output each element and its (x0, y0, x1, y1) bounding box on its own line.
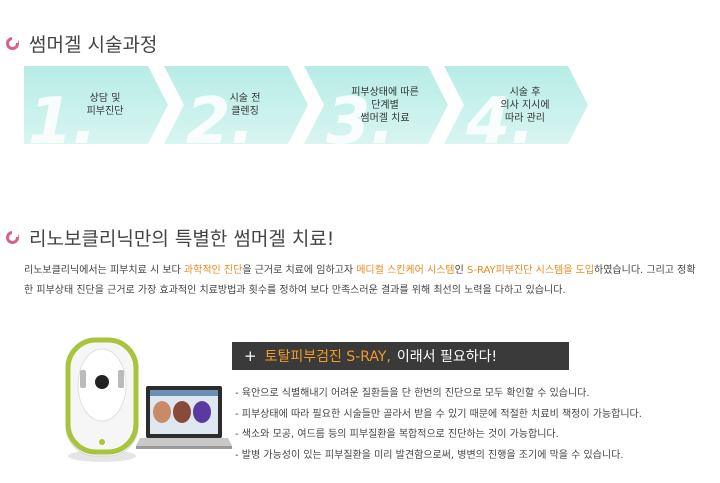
desc-highlight: 메디컬 스킨케어 시스템 (356, 265, 455, 276)
step-1: 1. 상담 및 피부진단 (24, 66, 168, 144)
desc-text: 을 근거로 치료에 임하고자 (242, 265, 357, 276)
section-title-procedure: 썸머겔 시술과정 (6, 30, 157, 57)
list-item: - 피부상태에 따라 필요한 시술들만 골라서 받을 수 있기 때문에 적절한 … (235, 408, 642, 420)
list-item: - 발병 가능성이 있는 피부질환을 미리 발견함으로써, 병변의 진행을 조기… (235, 449, 624, 461)
step-number: 3. (326, 85, 395, 159)
step-2: 2. 시술 전 클렌징 (164, 66, 308, 144)
sray-banner: + 토탈피부검진 S-RAY, 이래서 필요하다! (232, 342, 569, 370)
sray-device-image (54, 330, 234, 465)
pink-ring-icon (6, 231, 19, 244)
step-text: 시술 전 클렌징 (229, 93, 261, 117)
desc-text: 인 (454, 265, 467, 276)
step-text: 피부상태에 따른 단계별 썸머겔 치료 (351, 86, 419, 124)
desc-text: 하였습니다. 그리고 정확한 피부상태 진단을 근거로 가장 효과적인 치료방법… (24, 265, 696, 296)
section-title-special: 리노보클리닉만의 특별한 썸머겔 치료! (6, 224, 334, 251)
sray-device-icon (65, 337, 232, 462)
clinic-description: 리노보클리닉에서는 피부치료 시 보다 과학적인 진단을 근거로 치료에 임하고… (24, 261, 704, 301)
list-item: - 육안으로 식별해내기 어려운 질환들을 단 한번의 진단으로 모두 확인할 … (235, 388, 590, 399)
desc-text: 리노보클리닉에서는 피부치료 시 보다 (24, 265, 184, 276)
plus-icon: + (244, 347, 257, 365)
banner-highlight: 토탈피부검진 S-RAY, (264, 349, 391, 365)
list-item: - 색소와 모공, 여드름 등의 피부질환을 복합적으로 진단하는 것이 가능합… (235, 429, 559, 440)
section-title-text: 리노보클리닉만의 특별한 썸머겔 치료! (29, 228, 335, 250)
step-number: 1. (28, 85, 97, 159)
step-number: 4. (466, 85, 535, 159)
step-3: 3. 피부상태에 따른 단계별 썸머겔 치료 (304, 66, 448, 144)
section-title-text: 썸머겔 시술과정 (29, 34, 158, 56)
pink-ring-icon (6, 37, 19, 50)
benefits-list: - 육안으로 식별해내기 어려운 질환들을 단 한번의 진단으로 모두 확인할 … (235, 384, 705, 466)
banner-text: 이래서 필요하다! (396, 349, 498, 365)
step-text: 시술 후 의사 지시에 따라 관리 (500, 86, 550, 124)
procedure-steps: 1. 상담 및 피부진단 2. 시술 전 클렌징 3. 피부상태에 따른 단계별… (24, 66, 588, 146)
step-text: 상담 및 피부진단 (86, 93, 124, 117)
desc-highlight: 과학적인 진단 (183, 265, 243, 276)
step-4: 4. 시술 후 의사 지시에 따라 관리 (444, 66, 588, 144)
step-number: 2. (186, 85, 255, 159)
desc-highlight: S-RAY피부진단 시스템을 도입 (466, 265, 595, 276)
